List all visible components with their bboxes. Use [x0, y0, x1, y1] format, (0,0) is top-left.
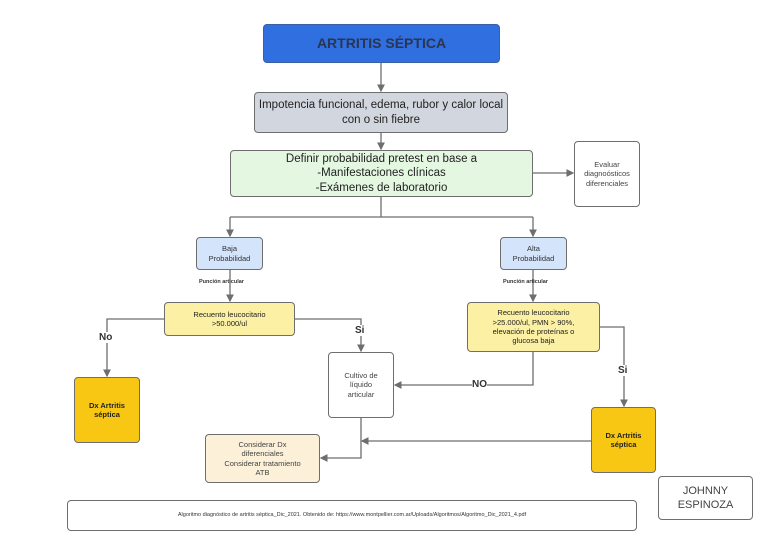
cultivo-line: articular: [347, 389, 375, 399]
dx-left-line: séptica: [94, 410, 120, 419]
edge-recuento-low-no: [103, 318, 164, 378]
symptoms-line: con o sin fiebre: [342, 113, 420, 126]
evaluar-line: diferenciales: [585, 178, 629, 188]
dx-artritis-right-node: Dx Artritis séptica: [591, 407, 656, 473]
puncion-label-right: Punción articular: [503, 279, 548, 285]
edge-pretest-branch: [230, 197, 533, 218]
edge-recuento-high-si: [600, 326, 628, 408]
recuento-high-line: glucosa baja: [512, 336, 555, 346]
considerar-line: ATB: [255, 467, 270, 477]
symptoms-node: Impotencia funcional, edema, rubor y cal…: [254, 92, 508, 133]
baja-line: Probabilidad: [208, 253, 251, 263]
baja-line: Baja: [221, 244, 237, 254]
si-label-right: Si: [618, 365, 628, 376]
cultivo-line: líquido: [349, 380, 373, 390]
cultivo-line: Cultivo de: [344, 370, 378, 380]
recuento-high-line: >25.000/ul, PMN > 90%,: [492, 317, 575, 327]
no-label-left: No: [99, 332, 113, 343]
dx-artritis-left-node: Dx Artritis séptica: [74, 377, 140, 443]
no-label-right: NO: [472, 379, 487, 390]
pretest-node: Definir probabilidad pretest en base a -…: [230, 150, 533, 197]
considerar-node: Considerar Dx diferenciales Considerar t…: [205, 434, 320, 483]
dx-right-line: séptica: [610, 440, 637, 449]
considerar-line: Considerar tratamiento: [224, 458, 301, 468]
recuento-low-line: Recuento leucocitario: [193, 309, 266, 319]
symptoms-line: Impotencia funcional, edema, rubor y cal…: [258, 99, 504, 112]
footer-citation: Algoritmo diagnóstico de artritis séptic…: [67, 500, 637, 531]
recuento-high-line: elevación de proteínas o: [492, 327, 575, 336]
recuento-high-node: Recuento leucocitario >25.000/ul, PMN > …: [467, 302, 600, 352]
dx-left-line: Dx Artritis: [89, 400, 125, 410]
considerar-line: Considerar Dx: [238, 439, 287, 449]
baja-probabilidad-node: Baja Probabilidad: [196, 237, 263, 270]
author-line: JOHNNY: [682, 484, 729, 497]
alta-probabilidad-node: Alta Probabilidad: [500, 237, 567, 270]
cultivo-node: Cultivo de líquido articular: [328, 352, 394, 418]
footer-text: Algoritmo diagnóstico de artritis séptic…: [177, 512, 527, 519]
recuento-low-node: Recuento leucocitario >50.000/ul: [164, 302, 295, 336]
si-label-left: Si: [355, 325, 365, 336]
title-text: ARTRITIS SÉPTICA: [316, 34, 447, 51]
author-box: JOHNNY ESPINOZA: [658, 476, 753, 520]
pretest-line: -Exámenes de laboratorio: [315, 181, 448, 194]
evaluar-line: Evaluar: [594, 159, 620, 169]
alta-line: Alta: [527, 244, 540, 254]
considerar-line: diferenciales: [241, 449, 284, 459]
edge-recuento-low-si: [295, 318, 365, 353]
recuento-low-line: >50.000/ul: [211, 319, 248, 328]
pretest-line: -Manifestaciones clínicas: [317, 167, 446, 180]
dx-right-line: Dx Artritis: [605, 430, 642, 440]
pretest-line: Definir probabilidad pretest en base a: [285, 152, 478, 165]
edge-recuento-high-no: [393, 352, 534, 389]
recuento-high-line: Recuento leucocitario: [497, 308, 570, 318]
evaluar-node: Evaluar diagnoósticos diferenciales: [574, 141, 640, 207]
evaluar-line: diagnoósticos: [584, 169, 630, 179]
edge-cultivo-to-considerar: [319, 418, 362, 462]
alta-line: Probabilidad: [512, 253, 555, 263]
title-node: ARTRITIS SÉPTICA: [263, 24, 500, 63]
author-line: ESPINOZA: [677, 499, 734, 511]
puncion-label-left: Punción articular: [199, 279, 244, 285]
